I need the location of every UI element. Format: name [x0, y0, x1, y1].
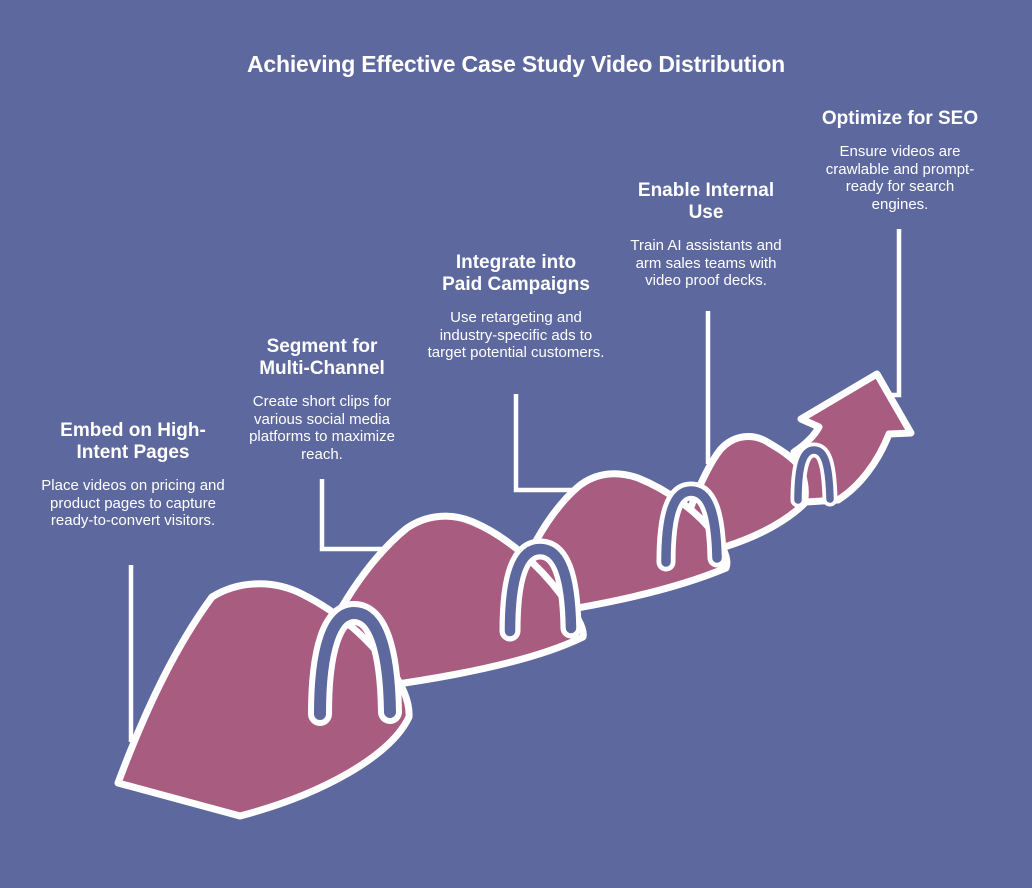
- step-3-heading: Integrate into Paid Campaigns: [442, 252, 590, 295]
- step-3-description: Use retargeting and industry-specific ad…: [427, 309, 605, 361]
- connector-line-5: [886, 229, 902, 398]
- step-4-heading: Enable Internal Use: [637, 180, 775, 223]
- page-title: Achieving Effective Case Study Video Dis…: [246, 51, 786, 77]
- step-item-2: Segment for Multi-Channel Create short c…: [212, 336, 432, 463]
- step-4-description: Train AI assistants and arm sales teams …: [630, 237, 782, 289]
- curl-channel-2: [504, 543, 577, 637]
- step-item-4: Enable Internal Use Train AI assistants …: [596, 180, 816, 290]
- step-1-description: Place videos on pricing and product page…: [41, 477, 225, 529]
- step-item-5: Optimize for SEO Ensure videos are crawl…: [790, 108, 1010, 213]
- step-2-heading: Segment for Multi-Channel: [259, 336, 385, 379]
- step-5-description: Ensure videos are crawlable and prompt-r…: [825, 143, 975, 213]
- curl-channel-4: [794, 446, 834, 504]
- connector-line-3: [513, 394, 576, 493]
- curl-channel-1: [314, 606, 396, 720]
- step-5-heading: Optimize for SEO: [821, 108, 979, 129]
- curl-channel-3: [661, 486, 722, 567]
- step-2-description: Create short clips for various social me…: [249, 393, 395, 463]
- connector-line-2: [319, 479, 386, 552]
- step-1-heading: Embed on High-Intent Pages: [60, 420, 206, 463]
- step-item-1: Embed on High-Intent Pages Place videos …: [23, 420, 243, 530]
- step-item-3: Integrate into Paid Campaigns Use retarg…: [406, 252, 626, 362]
